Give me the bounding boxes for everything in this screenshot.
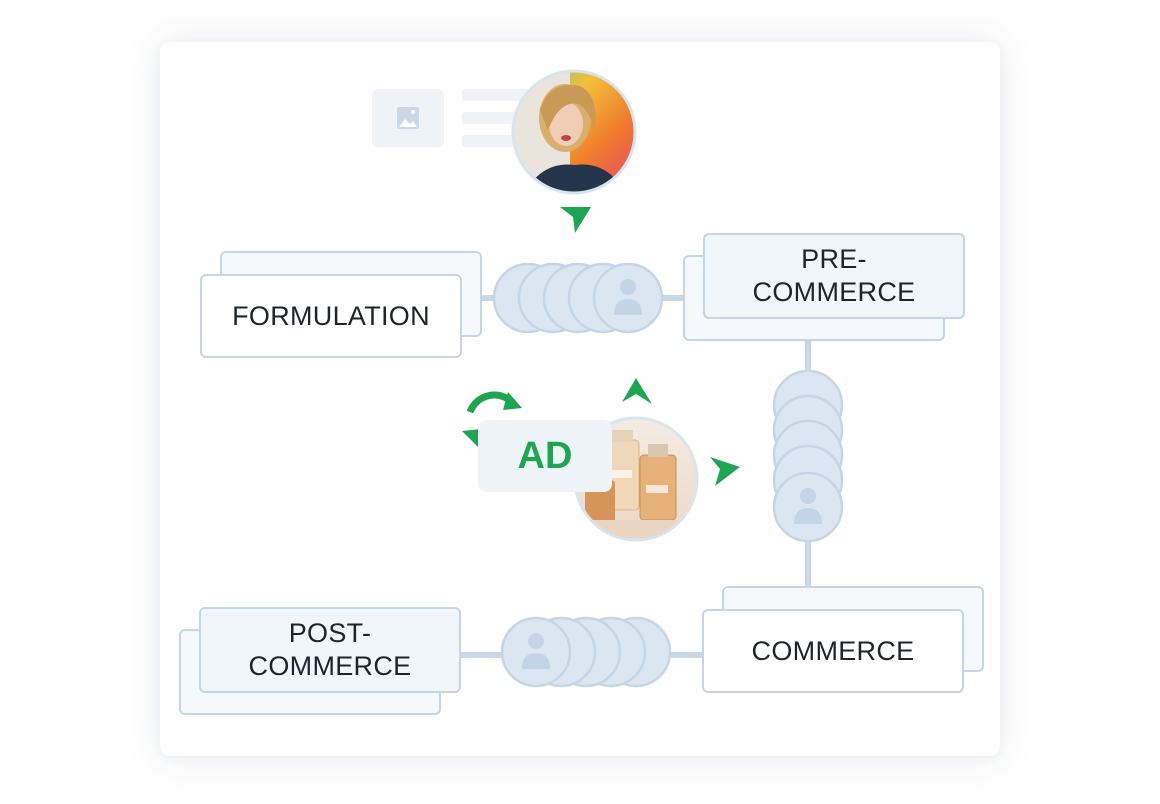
audience-stack-top <box>492 262 664 334</box>
post-commerce-label-line1: POST- <box>288 618 372 648</box>
person-icon <box>614 279 642 315</box>
pre-commerce-box <box>703 233 965 319</box>
cursor-arrow-icon-3 <box>710 457 740 486</box>
post-commerce-label-line2: COMMERCE <box>248 651 412 681</box>
ad-label: AD <box>517 434 573 477</box>
person-icon-right <box>794 488 822 524</box>
formulation-label: FORMULATION <box>232 300 430 331</box>
post-commerce-label: POST- COMMERCE <box>199 607 461 693</box>
image-placeholder-icon <box>397 107 419 129</box>
commerce-box <box>702 609 964 693</box>
commerce-label: COMMERCE <box>751 635 915 666</box>
cursor-arrow-icon <box>560 207 591 233</box>
person-icon-bottom <box>522 633 550 669</box>
influencer-photo <box>511 69 637 195</box>
post-commerce-box <box>199 607 461 693</box>
pre-commerce-label-line1: PRE- <box>801 244 867 274</box>
audience-stack-right <box>772 369 844 543</box>
audience-stack-bottom <box>500 616 672 688</box>
pre-commerce-label: PRE- COMMERCE <box>703 233 965 319</box>
ad-card: AD <box>478 420 612 492</box>
formulation-box <box>200 274 462 358</box>
cursor-arrow-icon-2 <box>622 378 652 404</box>
pre-commerce-label-line2: COMMERCE <box>752 277 916 307</box>
